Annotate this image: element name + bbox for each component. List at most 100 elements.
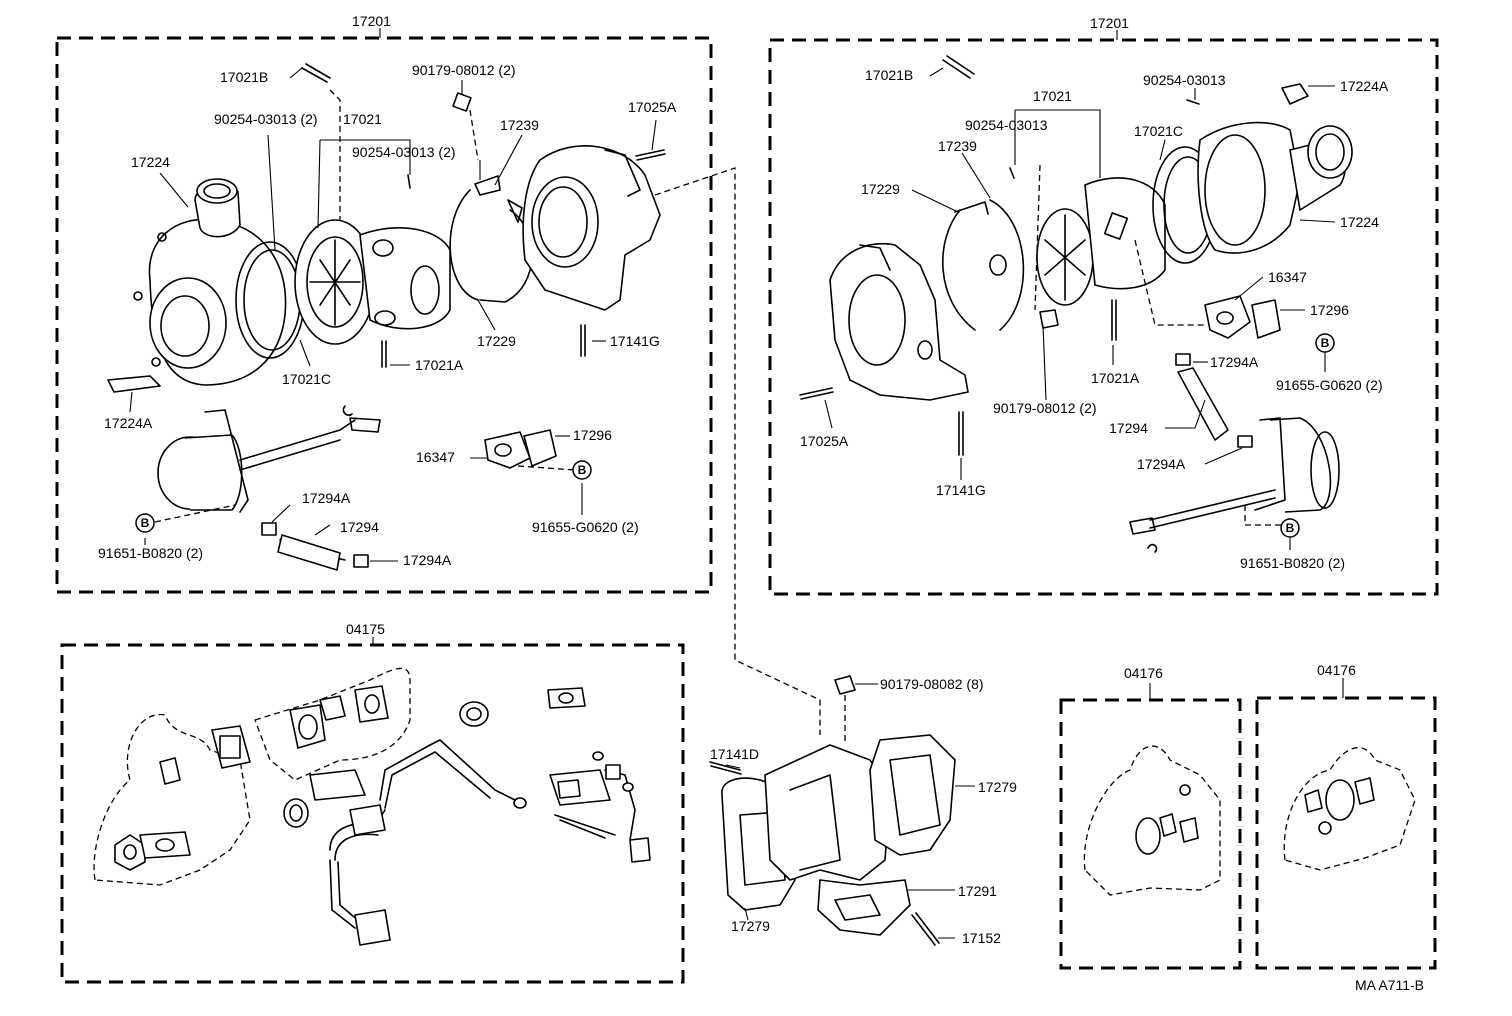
label-17294A-left-b: 17294A [403,552,452,568]
nut-90179-08012-left [452,92,472,112]
label-17021-left: 17021 [343,111,382,127]
leader-lines [129,67,1336,939]
label-91651-B0820-left: 91651-B0820 (2) [98,545,203,561]
label-17141G-right: 17141G [936,482,986,498]
label-90179-08012-right: 90179-08012 (2) [993,400,1097,416]
marker-b-left-1: B [135,513,155,533]
gasket-kit-04175 [93,667,651,946]
stud-17021B-right [942,55,975,79]
group-box-17201-left [55,36,713,594]
label-90254-03013-right-b: 90254-03013 [965,117,1048,133]
stud-17141G-right [958,411,964,456]
label-17224-right: 17224 [1340,214,1379,230]
label-17294A-left-a: 17294A [302,490,351,506]
label-17141D: 17141D [710,746,759,762]
label-90179-08082: 90179-08082 (8) [880,676,984,692]
label-17025A-right: 17025A [800,433,849,449]
label-17296-right: 17296 [1310,302,1349,318]
label-17294A-right-b: 17294A [1137,456,1186,472]
label-91651-B0820-right: 91651-B0820 (2) [1240,555,1345,571]
oil-pipe-04175 [379,739,516,809]
hose-17294-left [277,534,341,571]
marker-b-right-2: B [1280,518,1300,538]
bearing-housing-left [359,227,451,330]
group-box-17201-right [768,38,1439,596]
label-17229-right: 17229 [861,181,900,197]
exhaust-manifold [709,675,956,946]
label-17021A-left: 17021A [415,357,464,373]
label-90254-03013-right-a: 90254-03013 [1143,72,1226,88]
clamp-17294A-right-b [1237,435,1253,448]
turbo-right [799,55,1353,456]
stud-17021A-left [381,340,387,368]
gasket-17279-b [869,734,956,856]
nut-90179-08012-right [1039,309,1059,329]
stud-17152 [911,912,940,946]
marker-b-text: B [1286,521,1295,535]
marker-b-text: B [141,516,150,530]
stud-17025A-left [635,149,666,161]
turbo-left [107,63,821,735]
label-90179-08012-left: 90179-08012 (2) [412,62,516,78]
bearing-housing-right [1084,177,1166,290]
pin-90254-left [407,174,411,189]
marker-b-right-1: B [1315,333,1335,353]
label-04176-a: 04176 [1124,665,1163,681]
label-17239-left: 17239 [500,117,539,133]
clamp-17229-right [942,209,976,331]
label-17229-left: 17229 [477,333,516,349]
dash-connector-to-manifold [654,167,821,735]
part-labels: 17201 17201 17021B 90179-08012 (2) 90254… [98,13,1424,993]
gasket-16347-left [484,431,531,469]
label-17279-b: 17279 [731,918,770,934]
label-17021C-left: 17021C [282,371,331,387]
actuator-right [1129,295,1340,553]
actuator-rod-left [239,419,356,471]
label-17021B-right: 17021B [865,67,913,83]
marker-b-text: B [578,463,587,477]
clamp-17294A-right-a [1175,353,1191,366]
label-17291: 17291 [958,883,997,899]
label-17239-right: 17239 [938,138,977,154]
pin-90254-right-b [1009,167,1015,179]
turbine-housing-right [829,243,969,401]
plate-17296-left [523,429,557,467]
label-91655-G0620-right: 91655-G0620 (2) [1276,377,1383,393]
compressor-inlet-flange-left [149,277,227,369]
label-04176-b: 04176 [1317,662,1356,678]
label-91655-G0620-left: 91655-G0620 (2) [532,519,639,535]
label-17021C-right: 17021C [1134,123,1183,139]
pin-90254-right-a [1186,99,1200,105]
label-17201-left: 17201 [352,13,391,29]
label-16347-right: 16347 [1268,269,1307,285]
label-16347-left: 16347 [416,449,455,465]
stud-17141D [709,761,742,775]
marker-b-text: B [1321,336,1330,350]
label-17224A-right: 17224A [1340,78,1389,94]
label-90254-03013-left-b: 90254-03013 (2) [352,144,456,160]
label-17279-a: 17279 [978,779,1017,795]
label-17141G-left: 17141G [610,333,660,349]
label-17201-right: 17201 [1090,15,1129,31]
diagram-code: MA A711-B [1355,977,1424,993]
union-17224A-left [107,375,161,393]
label-17294A-right-a: 17294A [1210,354,1259,370]
nut-90179-08082 [834,675,856,695]
label-17152: 17152 [962,930,1001,946]
label-17294-right: 17294 [1109,420,1148,436]
group-box-04176-b [1255,696,1437,970]
label-17224-left: 17224 [131,154,170,170]
actuator-left [154,405,576,571]
clamp-17294A-left-a [261,522,277,536]
stud-17021B-left [301,63,331,83]
label-17025A-left: 17025A [628,99,677,115]
marker-b-left-2: B [572,460,592,480]
label-17021-right: 17021 [1033,88,1072,104]
stud-17021A-right [1111,299,1117,341]
plate-17296-right [1251,299,1281,339]
union-17224A-right [1281,83,1309,105]
label-17296-left: 17296 [573,427,612,443]
manifold-17291 [764,744,891,881]
stud-17025A-right [799,387,834,400]
